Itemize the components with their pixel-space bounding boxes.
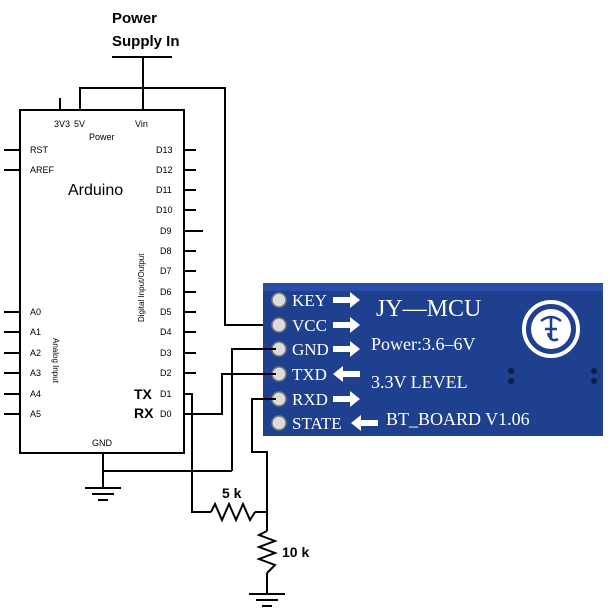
pin-label-d4: D4 xyxy=(160,327,172,337)
pin-label-d11: D11 xyxy=(156,185,172,195)
pin-label-d7: D7 xyxy=(160,266,172,276)
pin-label-d9: D9 xyxy=(160,226,172,236)
pin-label-a1: A1 xyxy=(30,327,41,337)
analog-input-label: Analog Input xyxy=(51,338,60,384)
pin-label-a3: A3 xyxy=(30,368,41,378)
power-supply-label-line1: Power xyxy=(112,10,157,27)
left-pin-stubs xyxy=(4,149,20,415)
bt-pin-gnd: GND xyxy=(292,340,329,359)
bt-pin-arrows xyxy=(333,292,378,431)
bt-board-pcb xyxy=(263,283,603,436)
arduino-title: Arduino xyxy=(68,182,123,199)
pin-label-a5: A5 xyxy=(30,409,41,419)
bt-pin-vcc: VCC xyxy=(292,316,327,335)
pin-label-3v3: 3V3 xyxy=(54,119,70,129)
arduino-board xyxy=(19,109,185,454)
pin-label-d8: D8 xyxy=(160,246,172,256)
power-header-label: Power xyxy=(89,132,115,142)
pin-label-d5: D5 xyxy=(160,307,172,317)
gnd-pin-label: GND xyxy=(92,438,113,448)
pin-label-d1: D1 xyxy=(160,389,172,399)
rx-label: RX xyxy=(134,405,154,421)
pin-label-d6: D6 xyxy=(160,287,172,297)
pin-label-d13: D13 xyxy=(156,145,173,155)
bt-board-text: BT_BOARD V1.06 xyxy=(386,409,530,429)
arrow-left-icon xyxy=(351,415,378,431)
bt-board-pads xyxy=(508,368,597,384)
digital-pin-stubs xyxy=(184,149,203,374)
pin-label-a2: A2 xyxy=(30,348,41,358)
pin-label-d10: D10 xyxy=(156,205,173,215)
arrow-right-icon xyxy=(333,292,360,308)
pin-label-d2: D2 xyxy=(160,368,172,378)
bt-pin-key: KEY xyxy=(292,291,327,310)
bt-pin-txd: TXD xyxy=(292,365,327,384)
arrow-left-icon xyxy=(333,366,360,382)
digital-io-label: Digital Input/Output xyxy=(137,253,146,322)
pin-label-a0: A0 xyxy=(30,307,41,317)
bt-pin-state: STATE xyxy=(292,414,342,433)
jy-mcu-logo-icon xyxy=(522,300,580,358)
pin-label-d3: D3 xyxy=(160,348,172,358)
pin-label-a4: A4 xyxy=(30,389,41,399)
pin-label-aref: AREF xyxy=(30,165,55,175)
pin-label-vin: Vin xyxy=(135,119,148,129)
bt-pin-rxd: RXD xyxy=(292,390,328,409)
power-supply-label-line2: Supply In xyxy=(112,33,180,50)
arrow-right-icon xyxy=(333,341,360,357)
bt-brand-text: JY—MCU xyxy=(376,296,481,322)
power-supply-wires xyxy=(59,56,276,326)
ground-icon xyxy=(85,487,121,501)
pin-label-d12: D12 xyxy=(156,165,173,175)
resistor-5k xyxy=(210,501,256,523)
arrow-right-icon xyxy=(333,391,360,407)
bt-board-highlight xyxy=(263,283,603,291)
bt-power-text: Power:3.6–6V xyxy=(371,334,476,354)
signal-wires xyxy=(102,348,276,594)
pin-label-5v: 5V xyxy=(74,119,85,129)
pin-label-rst: RST xyxy=(30,145,49,155)
ground-icon xyxy=(249,593,285,607)
bluetooth-module: KEY VCC GND TXD RXD STATE JY—MCU Power:3… xyxy=(263,283,603,436)
resistor-10k xyxy=(256,530,278,574)
pin-label-d0: D0 xyxy=(160,409,172,419)
arrow-right-icon xyxy=(333,317,360,333)
resistor-10k-label: 10 k xyxy=(282,544,309,560)
resistor-5k-label: 5 k xyxy=(222,485,242,501)
tx-label: TX xyxy=(134,386,153,402)
bt-level-text: 3.3V LEVEL xyxy=(371,372,468,392)
